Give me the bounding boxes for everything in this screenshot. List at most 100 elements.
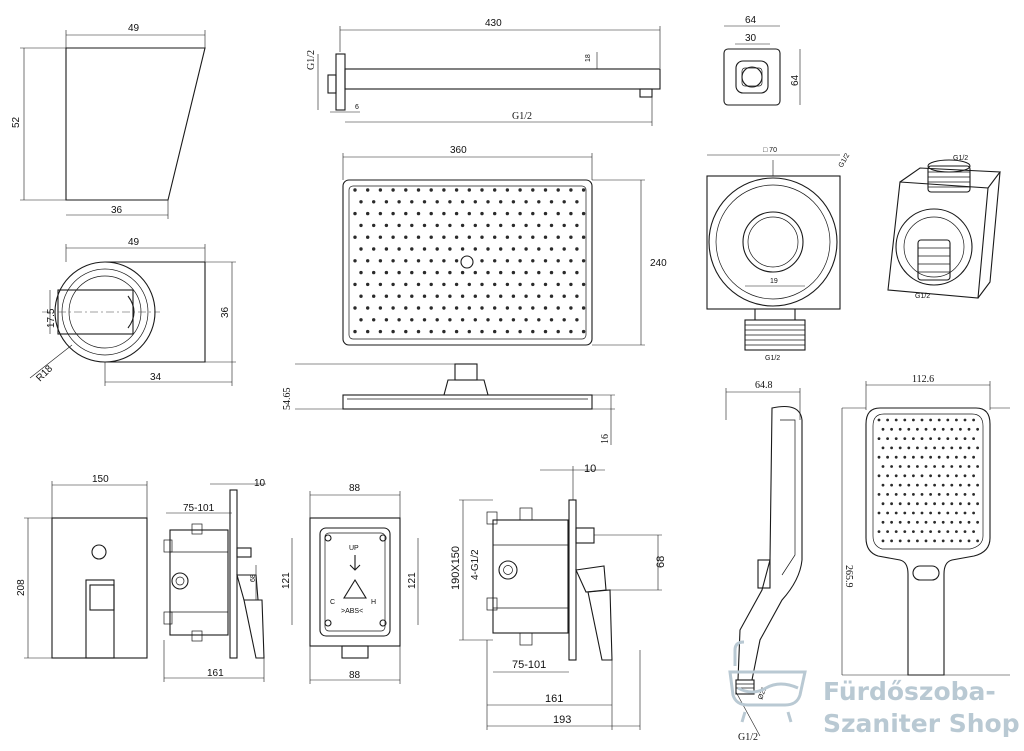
nozzle-dot [898,520,902,524]
nozzle-dot [366,282,370,287]
nozzle-dot [933,539,936,543]
nozzle-dot [877,530,881,533]
nozzle-dot [543,188,548,192]
nozzle-dot [391,329,395,334]
nozzle-dot [955,511,958,515]
arm-length: 430 [485,18,502,29]
nozzle-dot [946,474,950,478]
nozzle-dot [916,483,919,487]
nozzle-dot [581,306,586,310]
nozzle-dot [460,294,465,298]
nozzle-dot [422,223,427,228]
nozzle-dot [378,306,383,310]
nozzle-dot [912,511,915,515]
nozzle-dot [933,427,936,431]
nozzle-dot [569,259,573,263]
nozzle-dot [372,200,376,204]
nozzle-dot [976,539,979,543]
nozzle-dot [435,318,439,322]
nozzle-dot [435,270,439,275]
nozzle-dot [575,247,579,251]
nozzle-dot [890,446,893,450]
box-cold: C [330,599,335,606]
nozzle-dot [920,455,924,459]
mixer-plate-view: 150 208 [16,474,148,659]
nozzle-dot [959,539,962,543]
nozzle-dot [569,211,573,216]
wall-flange-view: 64 30 64 [723,15,801,106]
nozzle-dot [929,511,932,515]
nozzle-dot [442,306,446,310]
hand-pipe: Ø21 [757,686,768,701]
nozzle-dot [391,259,395,263]
box-abs: >ABS< [341,608,363,615]
nozzle-dot [467,329,471,334]
nozzle-dot [898,483,902,487]
nozzle-dot [493,211,497,216]
nozzle-dot [549,318,554,322]
hand-length: 265.9 [843,565,854,588]
nozzle-dot [454,259,459,263]
nozzle-dot [429,188,433,192]
box-up: UP [349,545,359,552]
hand-nozzles [877,418,979,543]
nozzle-dot [556,329,560,334]
nozzle-dot [480,188,484,192]
nozzle-dot [924,446,928,450]
hand-shower-front-view: 112.6 265.9 [841,374,1010,676]
nozzle-dot [898,539,902,543]
nozzle-dot [493,188,497,192]
nozzle-dot [397,318,401,322]
nozzle-dot [422,294,427,298]
nozzle-dot [378,329,383,334]
nozzle-dot [916,520,919,524]
nozzle-dot [353,259,357,263]
concealed-box-view: 88 UP C H >ABS< 121 121 88 [281,483,419,684]
mixer-depth: 75-101 [183,503,215,514]
nozzle-dot [384,200,389,204]
nozzle-dot [435,294,439,298]
big-plate: 10 [584,463,596,475]
watermark-line1: Fürdőszoba- [823,677,996,706]
nozzle-dot [959,446,962,450]
nozzle-dot [963,418,967,422]
nozzle-dot [511,294,516,298]
nozzle-dot [448,200,452,204]
head-nozzles [353,188,586,334]
nozzle-dot [460,200,465,204]
watermark-line2: Szaniter Shop [823,709,1020,738]
flange-width: 64 [745,15,757,26]
nozzle-dot [410,294,414,298]
nozzle-dot [976,465,979,468]
nozzle-dot [531,306,535,310]
nozzle-dot [537,318,541,322]
hand-thread: G1/2 [738,732,758,743]
nozzle-dot [886,418,889,422]
nozzle-dot [404,259,408,263]
nozzle-dot [366,329,370,334]
nozzle-dot [937,437,941,440]
nozzle-dot [886,511,889,515]
nozzle-dot [372,294,376,298]
nozzle-dot [903,418,907,422]
nozzle-dot [480,282,484,287]
nozzle-dot [372,247,376,251]
nozzle-dot [556,211,560,216]
nozzle-dot [903,530,907,533]
nozzle-dot [422,200,427,204]
nozzle-dot [505,235,510,239]
nozzle-dot [963,474,967,478]
nozzle-dot [886,437,889,440]
nozzle-dot [359,270,363,275]
nozzle-dot [937,493,941,496]
nozzle-dot [967,502,971,506]
rain-head-view: 360 240 54.65 16 [282,145,667,445]
nozzle-dot [384,318,389,322]
nozzle-dot [473,318,477,322]
nozzle-dot [581,329,586,334]
nozzle-dot [429,329,433,334]
nozzle-dot [920,418,924,422]
nozzle-dot [518,329,522,334]
nozzle-dot [937,530,941,533]
nozzle-dot [397,247,401,251]
